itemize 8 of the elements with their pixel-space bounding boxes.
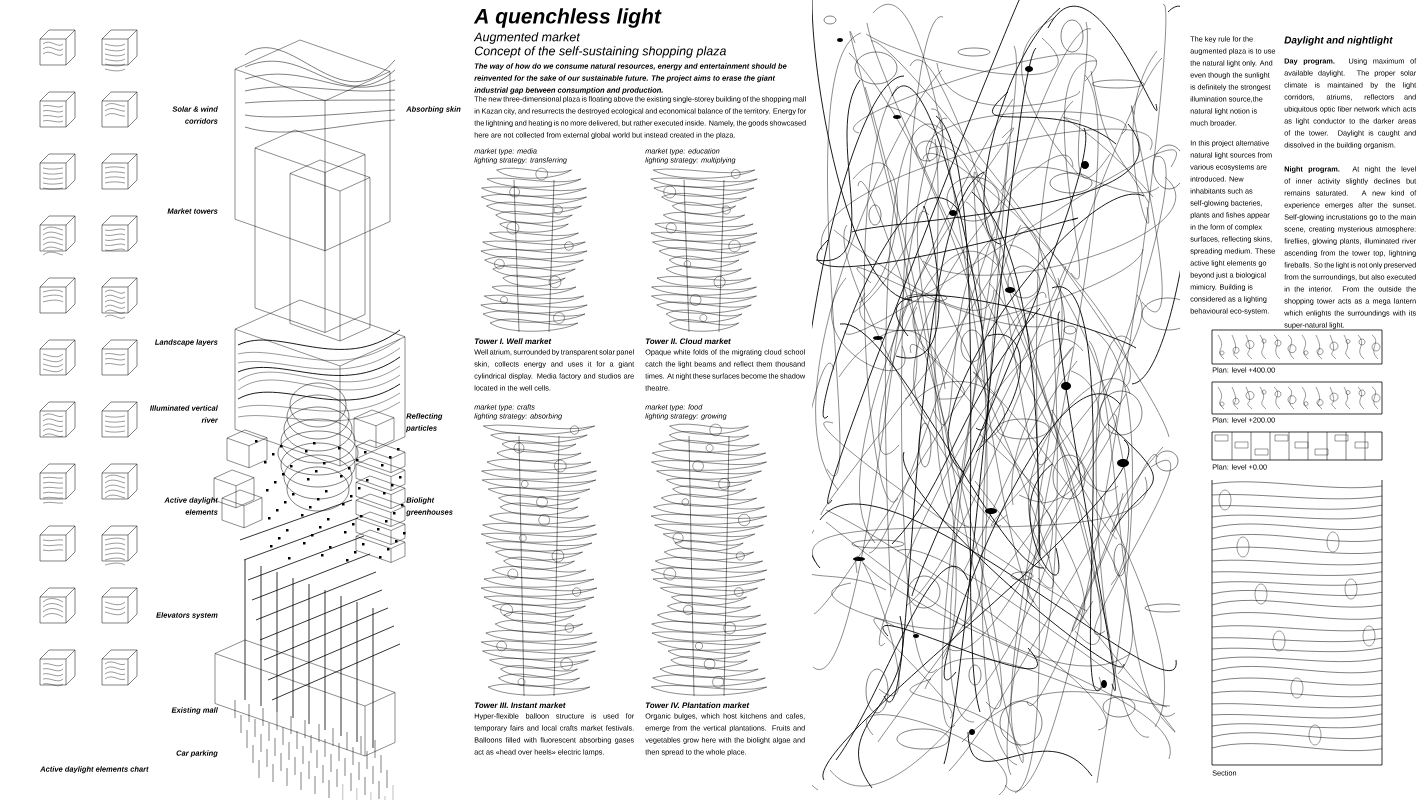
subtitle: Augmented market <box>473 32 581 44</box>
tower-title: Tower I. Well market <box>474 338 552 345</box>
tower-title: Tower III. Instant market <box>474 702 566 709</box>
tower-title: Tower IV. Plantation market <box>645 702 750 709</box>
subtitle: Concept of the self-sustaining shopping plaza <box>474 46 726 58</box>
section-heading: Daylight and nightlight <box>1284 36 1393 46</box>
tower-title: Tower II. Cloud market <box>645 338 731 345</box>
poster-title: A quenchless light <box>473 8 662 28</box>
